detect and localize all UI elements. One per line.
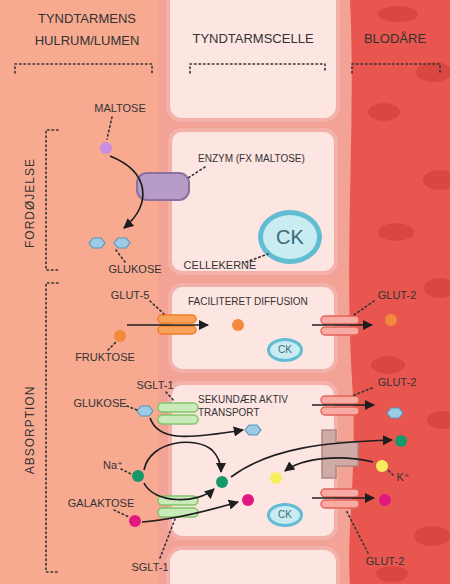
glucose-molecule — [387, 408, 403, 418]
header-bracket — [15, 64, 152, 73]
sodium-ion — [132, 470, 144, 482]
nucleus-label: CK — [276, 227, 304, 247]
cell-body: ENZYM (FX MALTOSE) CK — [168, 128, 338, 275]
cell-body — [168, 548, 338, 584]
cell-heading: FACILITERET DIFFUSION — [188, 295, 308, 308]
part-label: GALAKTOSE — [58, 496, 144, 510]
cell-body — [168, 0, 338, 120]
blood-cell — [423, 170, 450, 190]
region-heading: TYNDTARMSCELLE — [168, 32, 338, 46]
leader-line — [150, 301, 164, 314]
cell-heading: ENZYM (FX MALTOSE) — [198, 152, 305, 165]
region-heading: TYNDTARMENS HULRUM/LUMEN — [12, 8, 162, 52]
blood-cell — [371, 356, 405, 374]
part-label: CELLEKERNE — [180, 258, 260, 272]
part-label: K⁺ — [386, 470, 420, 484]
blood-cell — [424, 278, 450, 298]
part-label: SGLT-1 — [125, 378, 185, 392]
part-label: Na⁺ — [96, 458, 130, 472]
cell-nucleus: CK — [258, 210, 322, 264]
part-label: GLUT-2 — [350, 554, 420, 568]
leader-line — [114, 510, 129, 517]
leader-lines — [107, 117, 393, 558]
cell-nucleus: CK — [267, 338, 303, 362]
galactose-molecule — [379, 494, 391, 506]
part-label: GLUT-5 — [95, 288, 165, 302]
brackets — [15, 64, 440, 572]
leader-line — [346, 510, 368, 553]
side-bracket — [46, 283, 58, 572]
cell-heading: SEKUNDÆR AKTIV TRANSPORT — [198, 393, 316, 419]
blood-cell — [378, 223, 414, 241]
cell-body: FACILITERET DIFFUSION CK — [168, 283, 338, 373]
part-label: GLUKOSE — [100, 262, 170, 276]
blood-cell — [427, 411, 450, 429]
galactose-molecule — [129, 515, 141, 527]
part-label: SGLT-1 — [120, 560, 180, 574]
potassium-ion — [376, 460, 388, 472]
part-label: GLUT-2 — [362, 375, 432, 389]
leader-line — [107, 117, 112, 139]
cell-body: SEKUNDÆR AKTIV TRANSPORT CK — [168, 381, 338, 540]
leader-line — [388, 470, 393, 475]
blood-cell — [414, 526, 450, 546]
leader-line — [127, 406, 137, 410]
sodium-ion — [395, 435, 407, 447]
part-label: MALTOSE — [85, 101, 155, 115]
leader-line — [108, 342, 116, 350]
header-bracket — [352, 64, 440, 73]
region-heading: BLODÅRE — [345, 32, 445, 46]
leader-line — [352, 388, 372, 396]
glucose-molecule — [89, 238, 105, 248]
part-label: GLUT-2 — [362, 288, 432, 302]
blood-cell — [416, 62, 450, 82]
blood-cell — [378, 6, 418, 22]
header-bracket — [190, 64, 325, 73]
leader-line — [116, 250, 125, 262]
blood-cell — [376, 566, 408, 582]
section-label: FORDØJELSE — [22, 143, 38, 263]
blood-cell — [368, 103, 400, 121]
maltose-molecule — [100, 142, 112, 154]
part-label: GLUKOSE — [65, 396, 135, 410]
nucleus-label: CK — [278, 345, 292, 355]
fructose-molecule — [114, 330, 126, 342]
part-label: FRUKTOSE — [65, 350, 145, 364]
nucleus-label: CK — [278, 510, 292, 520]
glucose-molecule — [114, 238, 130, 248]
glucose-molecule — [137, 406, 153, 416]
leader-line — [354, 301, 374, 315]
arrow — [110, 156, 143, 228]
fructose-molecule — [385, 314, 397, 326]
section-label: ABSORPTION — [22, 370, 38, 490]
cell-nucleus: CK — [267, 503, 303, 527]
side-bracket — [46, 130, 58, 270]
